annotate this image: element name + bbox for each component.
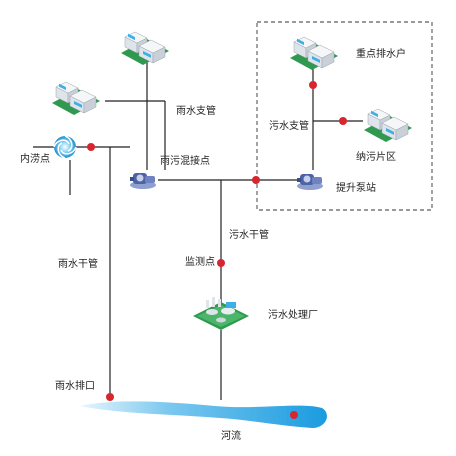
monitoring-dot: [252, 176, 260, 184]
monitoring-dot: [217, 259, 225, 267]
key-discharger-building-icon: [289, 36, 339, 71]
label-sewage-branch: 污水支管: [269, 121, 309, 132]
label-monitoring-point: 监测点: [185, 257, 215, 268]
label-sewage-area: 纳污片区: [356, 152, 396, 163]
whirlpool-icon: [53, 135, 77, 159]
label-river: 河流: [221, 431, 241, 442]
monitoring-dot: [339, 117, 347, 125]
label-rain-branch: 雨水支管: [176, 106, 216, 117]
pump-station-icon: [130, 173, 156, 189]
monitoring-dot: [309, 81, 317, 89]
monitoring-dot: [290, 411, 298, 419]
residential-building-icon: [51, 81, 101, 116]
monitoring-dots: [87, 81, 347, 419]
label-treatment-plant: 污水处理厂: [268, 310, 318, 321]
residential-building-icon: [120, 31, 170, 66]
monitoring-dot: [106, 393, 114, 401]
label-key-discharger: 重点排水户: [356, 49, 406, 60]
label-mixed-connection: 雨污混接点: [160, 156, 210, 167]
label-rain-outfall: 雨水排口: [55, 381, 95, 392]
label-lift-station: 提升泵站: [336, 183, 376, 194]
treatment-plant-icon: [193, 297, 249, 330]
label-waterlogging-point: 内涝点: [20, 154, 50, 165]
label-rain-main: 雨水干管: [58, 259, 98, 270]
river: [80, 401, 327, 428]
lift-station-pump-icon: [297, 174, 323, 190]
lift-station-area-box: [256, 21, 433, 211]
monitoring-dot: [87, 143, 95, 151]
label-sewage-main: 污水干管: [229, 230, 269, 241]
pipe-network: [33, 60, 363, 400]
sewage-area-building-icon: [363, 108, 413, 143]
